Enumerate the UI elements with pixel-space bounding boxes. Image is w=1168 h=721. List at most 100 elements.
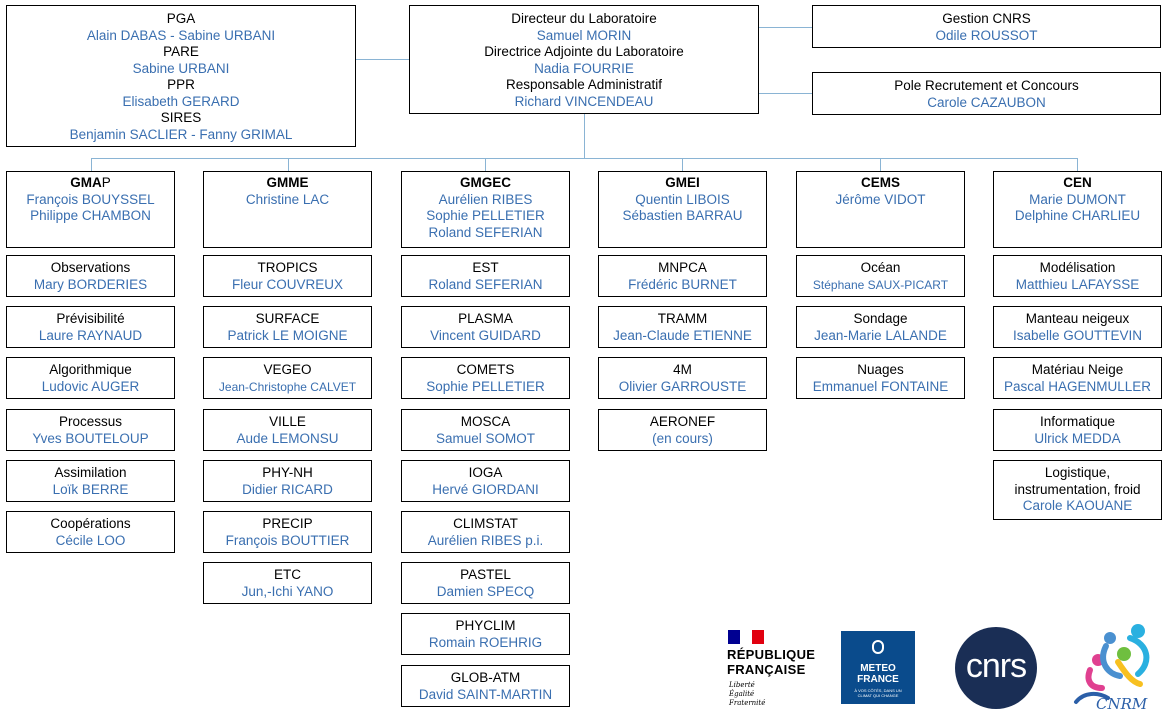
team-leader-name: Jean-Marie LALANDE — [814, 327, 947, 343]
mf-line2: FRANCE — [857, 674, 899, 685]
team-name: IOGA — [468, 465, 503, 480]
team-name: Assimilation — [54, 465, 127, 480]
team-leader-name: Jean-Claude ETIENNE — [613, 327, 752, 343]
team-name: GLOB-ATM — [450, 670, 521, 685]
team-leader-name: François BOUTTIER — [225, 532, 350, 548]
team-leader-name: Frédéric BURNET — [628, 276, 737, 292]
gestion-label: Gestion CNRS — [942, 11, 1031, 26]
group-leader-name: Delphine CHARLIEU — [1014, 208, 1141, 223]
connector-drop-5 — [880, 158, 881, 171]
group-title: CEN — [994, 175, 1161, 192]
team-name: SURFACE — [255, 311, 320, 326]
group-title-bold: CEN — [1063, 175, 1092, 190]
team-leader-name: Sophie PELLETIER — [426, 378, 545, 394]
group-title: GMEI — [599, 175, 766, 192]
team-name: PLASMA — [458, 311, 513, 326]
connector-trunk — [584, 113, 585, 158]
connector-top-right-1 — [758, 27, 813, 28]
group-title: GMGEC — [402, 175, 569, 192]
group-title-bold: GMA — [70, 175, 102, 190]
team-name: PHYCLIM — [455, 618, 516, 633]
team-leader-name: Aude LEMONSU — [236, 430, 339, 446]
group-leader-name: Sébastien BARRAU — [622, 208, 743, 223]
team-name: VEGEO — [263, 362, 312, 377]
team-name: Logistique, instrumentation, froid — [1014, 465, 1141, 497]
service-person: Sabine URBANI — [132, 60, 230, 76]
team-name: Sondage — [853, 311, 908, 326]
connector-drop-1 — [91, 158, 92, 171]
team-name: Observations — [50, 260, 131, 275]
group-title-bold: CEMS — [860, 175, 900, 190]
connector-top-left — [356, 59, 410, 60]
group-title-rest: P — [101, 175, 111, 190]
pole-label: Pole Recrutement et Concours — [894, 78, 1079, 93]
group-title-bold: GMME — [266, 175, 309, 190]
cnrm-logo: CNRM — [1068, 622, 1162, 714]
team-leader-name: Didier RICARD — [242, 481, 333, 497]
rf-line2: FRANÇAISE — [727, 662, 806, 677]
cnrs-logo: cnrs — [955, 627, 1037, 709]
meteo-france-emblem-icon — [872, 640, 884, 654]
cnrm-figures-icon — [1074, 624, 1150, 704]
support-services-box: PGA Alain DABAS - Sabine URBANI PARE Sab… — [6, 5, 356, 147]
role-person: Samuel MORIN — [536, 27, 632, 43]
connector-drop-4 — [682, 158, 683, 171]
group-leader-name: Aurélien RIBES — [438, 191, 533, 207]
pole-person: Carole CAZAUBON — [927, 94, 1046, 110]
team-name: ETC — [274, 567, 301, 582]
team-leader-name: Loïk BERRE — [52, 481, 129, 497]
group-leader-name: Jérôme VIDOT — [835, 191, 926, 207]
team-name: MOSCA — [460, 414, 511, 429]
team-name: Nuages — [857, 362, 904, 377]
team-leader-name: Isabelle GOUTTEVIN — [1012, 327, 1143, 343]
group-leader-name: Roland SEFERIAN — [428, 224, 543, 240]
group-leader-name: Marie DUMONT — [1029, 191, 1126, 207]
group-leader-name: Sophie PELLETIER — [426, 208, 545, 223]
direction-box: Directeur du Laboratoire Samuel MORIN Di… — [409, 5, 759, 114]
team-leader-name: Aurélien RIBES p.i. — [427, 532, 544, 548]
team-leader-name: Damien SPECQ — [436, 583, 535, 599]
team-leader-name: Fleur COUVREUX — [231, 276, 344, 292]
team-leader-name: Mary BORDERIES — [33, 276, 148, 292]
group-title: GMAP — [7, 175, 174, 192]
connector-drop-2 — [288, 158, 289, 171]
pole-recrutement-box: Pole Recrutement et Concours Carole CAZA… — [812, 72, 1161, 115]
team-name: VILLE — [269, 414, 306, 429]
cnrm-text: CNRM — [1096, 695, 1148, 713]
group-leader-name: Christine LAC — [245, 191, 330, 207]
team-name: Prévisibilité — [56, 311, 125, 326]
team-name: PHY-NH — [262, 465, 313, 480]
team-name: Modélisation — [1039, 260, 1116, 275]
cnrs-text: cnrs — [965, 647, 1027, 685]
rf-motto2: Égalité — [729, 690, 755, 698]
team-leader-name: Romain ROEHRIG — [428, 634, 543, 650]
team-leader-name: Matthieu LAFAYSSE — [1015, 276, 1140, 292]
mf-tag: À VOS CÔTÉS, DANS UN CLIMAT QUI CHANGE — [854, 688, 902, 698]
meteo-france-logo: METEO FRANCE À VOS CÔTÉS, DANS UN CLIMAT… — [841, 631, 915, 704]
team-name: TRAMM — [657, 311, 708, 326]
team-name: TROPICS — [257, 260, 318, 275]
team-leader-name: Hervé GIORDANI — [432, 481, 539, 497]
team-leader-name: Olivier GARROUSTE — [618, 378, 747, 394]
team-name: CLIMSTAT — [453, 516, 518, 531]
